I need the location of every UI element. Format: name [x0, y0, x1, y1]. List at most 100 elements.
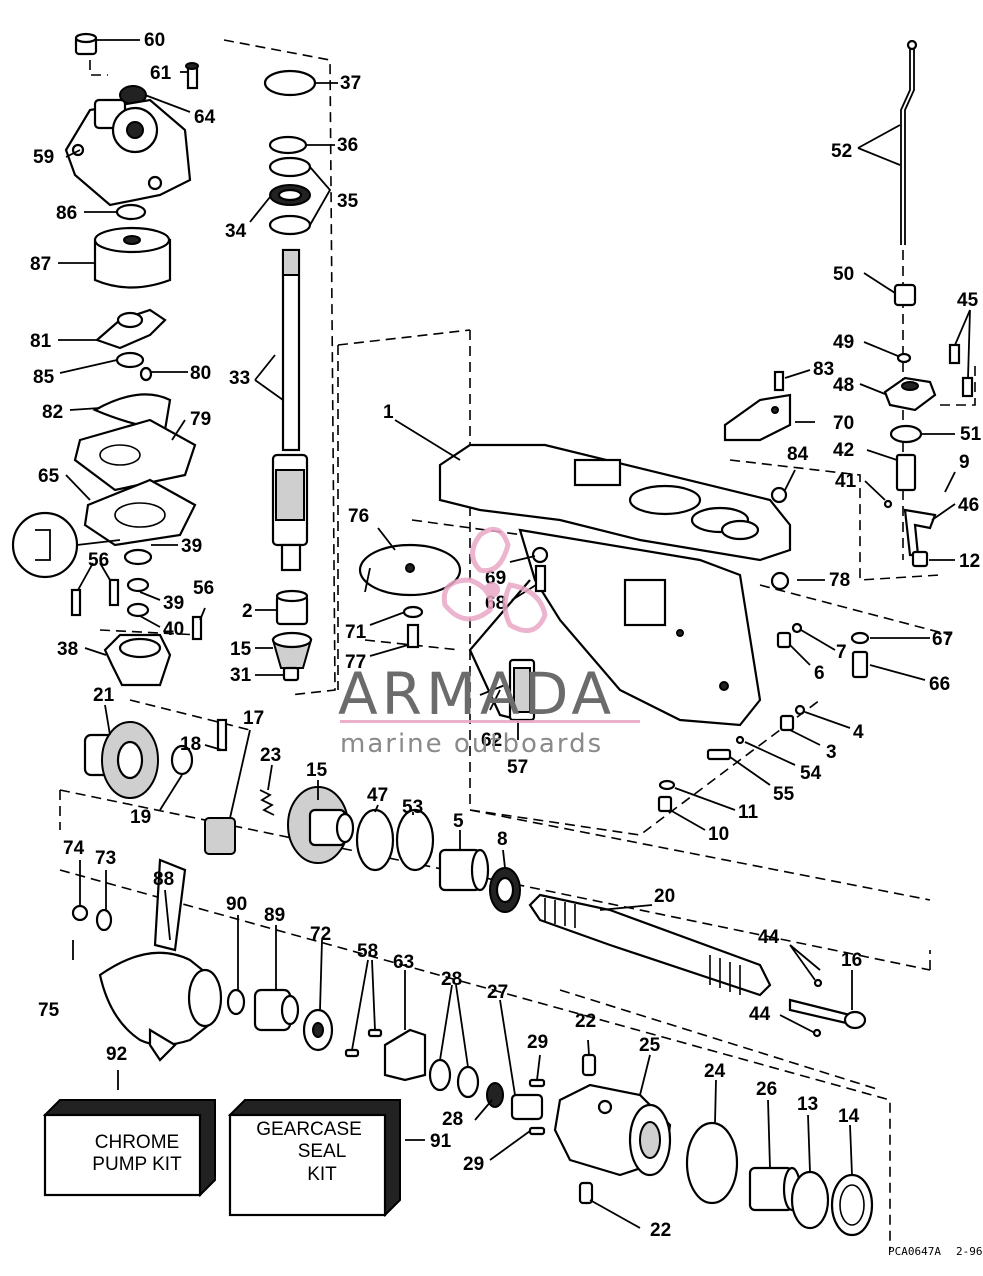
callout-22-upper: 22 [575, 1011, 596, 1032]
callout-80: 80 [190, 363, 211, 384]
chrome-pump-kit-line1: CHROME [95, 1132, 179, 1153]
callout-87: 87 [30, 254, 51, 275]
part-25-bearing-carrier [553, 1083, 672, 1177]
callout-88: 88 [153, 869, 174, 890]
callout-18: 18 [180, 734, 201, 755]
callout-20: 20 [654, 886, 675, 907]
callout-31: 31 [230, 665, 252, 686]
callout-55: 55 [773, 784, 795, 805]
callout-16: 16 [841, 950, 862, 971]
callout-3: 3 [826, 742, 837, 763]
callout-39-lower: 39 [163, 593, 184, 614]
callout-38: 38 [57, 639, 78, 660]
part-53-washer [395, 808, 435, 872]
part-42-sleeve [895, 453, 917, 492]
gearcase-seal-kit-box: GEARCASE SEAL KIT [227, 1099, 401, 1218]
chrome-pump-kit-line2: PUMP KIT [92, 1154, 182, 1175]
callout-66: 66 [929, 674, 950, 695]
callout-91: 91 [430, 1131, 452, 1152]
part-39-grommet-lower [126, 577, 150, 593]
part-76-anode-plate [358, 543, 462, 597]
callout-75: 75 [38, 1000, 60, 1021]
part-13-washer [790, 1170, 830, 1230]
callout-79: 79 [190, 409, 211, 430]
part-69-nut [531, 546, 549, 564]
part-77-screw [406, 623, 420, 649]
part-49-washer [896, 352, 912, 364]
part-14-seal [830, 1173, 874, 1237]
part-59-pump-housing [64, 98, 192, 207]
callout-78: 78 [829, 570, 850, 591]
callout-28-upper: 28 [441, 969, 462, 990]
callout-13: 13 [797, 1094, 818, 1115]
part-45-screws [948, 343, 974, 398]
part-23-spring [259, 789, 275, 816]
callout-23: 23 [260, 745, 281, 766]
callout-50: 50 [833, 264, 854, 285]
callout-10: 10 [708, 824, 729, 845]
drawing-footer: PCA0647A 2-96 [888, 1245, 983, 1258]
inset-detail-circle [11, 511, 121, 579]
part-39-grommet-upper [123, 548, 153, 566]
gearcase-seal-kit-line3: KIT [307, 1164, 337, 1185]
part-21-forward-gear [83, 721, 159, 799]
callout-27: 27 [487, 982, 508, 1003]
part-20-propshaft [528, 893, 772, 997]
callout-42: 42 [833, 440, 854, 461]
part-86-seal [115, 203, 147, 221]
callout-11: 11 [738, 802, 759, 823]
callout-44-lower: 44 [749, 1004, 771, 1025]
callout-5: 5 [453, 811, 464, 832]
callout-85: 85 [33, 367, 55, 388]
callout-82: 82 [42, 402, 63, 423]
callout-33: 33 [229, 368, 250, 389]
part-60-cap [74, 32, 98, 56]
part-62-screw [479, 684, 506, 696]
callout-89: 89 [264, 905, 285, 926]
callout-14: 14 [838, 1106, 860, 1127]
callout-90: 90 [226, 894, 247, 915]
callout-63: 63 [393, 952, 414, 973]
callout-22-lower: 22 [650, 1220, 671, 1241]
callout-72: 72 [310, 924, 331, 945]
drawing-code: PCA0647A [888, 1245, 941, 1258]
callout-29-upper: 29 [527, 1032, 548, 1053]
chrome-pump-kit-box: CHROME PUMP KIT [42, 1099, 216, 1198]
callout-15-lower: 15 [306, 760, 328, 781]
callout-41: 41 [835, 471, 857, 492]
part-56-screws [70, 578, 203, 641]
part-24-oring [685, 1121, 739, 1205]
part-84-nut [770, 486, 788, 504]
callout-15-upper: 15 [230, 639, 252, 660]
part-31-nut [282, 666, 300, 682]
part-79-plate [73, 418, 197, 492]
part-8-bearing [489, 867, 521, 913]
part-40-grommet [126, 602, 150, 618]
callout-84: 84 [787, 444, 809, 465]
callout-2: 2 [242, 601, 253, 622]
part-28-seals [428, 1058, 480, 1099]
part-15-pinion [271, 631, 313, 669]
callout-29-lower: 29 [463, 1154, 484, 1175]
callout-56-left: 56 [88, 550, 109, 571]
callout-47: 47 [367, 785, 388, 806]
part-85-seal [115, 351, 145, 369]
part-63-retainer [383, 1028, 427, 1082]
part-47-shim [355, 808, 395, 872]
assembly-dashed-lines [59, 39, 976, 1250]
part-90-washer [226, 988, 246, 1016]
drawing-revision: 2-96 [956, 1245, 983, 1258]
part-12-nut [911, 550, 929, 568]
part-51-oring [889, 424, 923, 444]
part-27-bearing [510, 1093, 544, 1121]
callout-81: 81 [30, 331, 52, 352]
part-1-gearcase [438, 443, 792, 727]
part-16-shift-plunger [788, 998, 867, 1030]
watermark-tagline: marine outboards [340, 729, 603, 759]
part-87-impeller-cup [93, 226, 172, 289]
callout-51: 51 [960, 424, 982, 445]
callout-60: 60 [144, 30, 165, 51]
armada-watermark: ARMADA marine outboards [338, 526, 640, 759]
part-3-screw [779, 714, 795, 732]
callout-48: 48 [833, 375, 854, 396]
